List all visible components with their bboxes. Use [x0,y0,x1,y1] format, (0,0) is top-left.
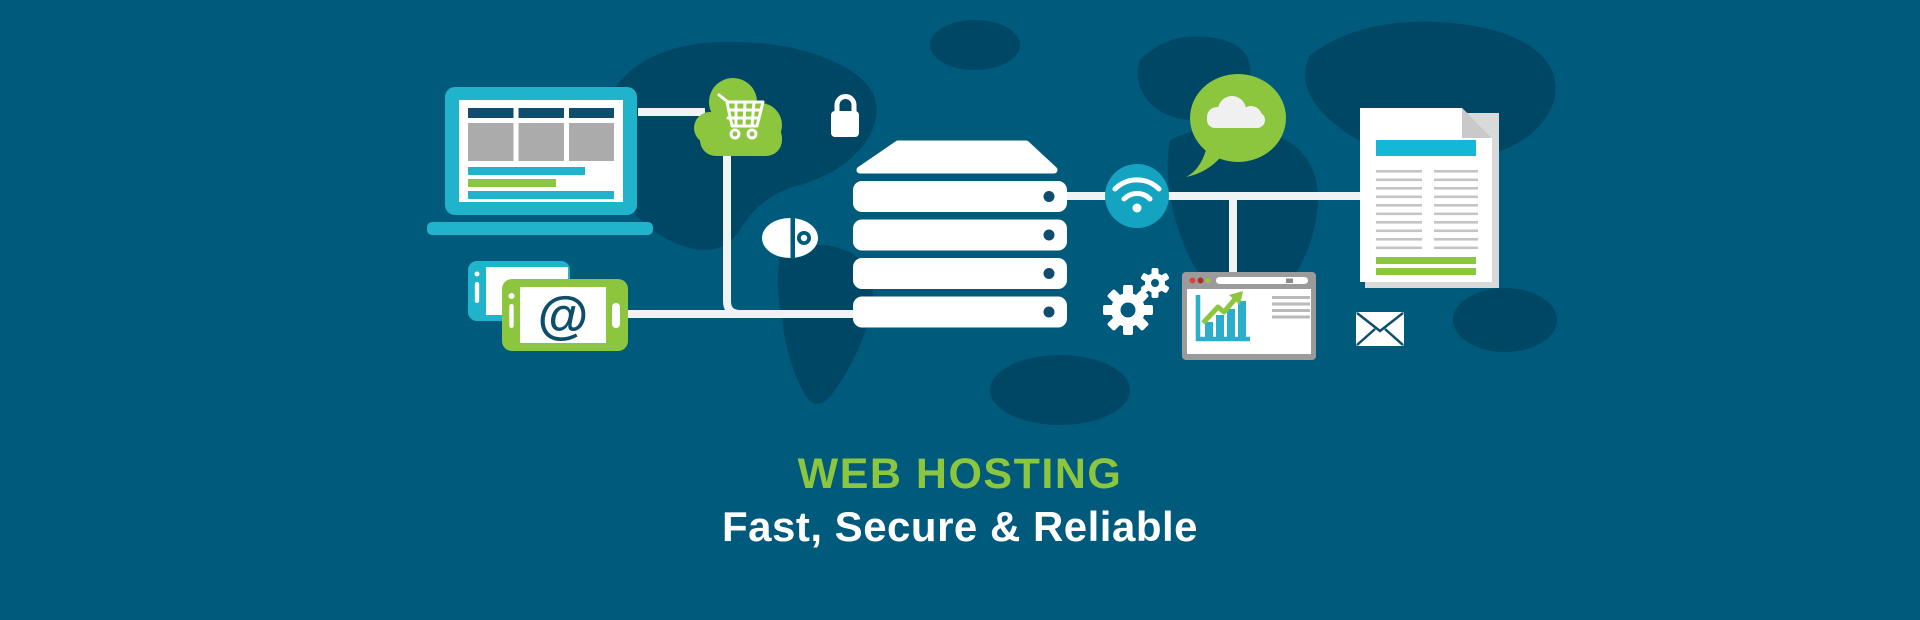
browser-chart-icon [1182,272,1316,360]
document-fold [1462,108,1492,138]
chart-bars [1205,301,1246,337]
cloud-speech-bubble-icon [1186,74,1286,177]
cloud-cart-icon [694,78,782,156]
browser-dot-red [1189,277,1196,284]
server-led [1043,268,1055,279]
document-header-bar [1376,140,1476,156]
document-green-bar [1376,268,1476,275]
padlock-shackle [834,94,857,113]
mouse-icon [762,217,818,259]
mobile-devices-email-icon: @ [468,261,628,351]
chart-arrow-head [1229,291,1243,305]
browser-address-bar [1216,277,1308,284]
speech-bubble-tail [1186,150,1220,177]
banner-subtitle: Fast, Secure & Reliable [721,503,1199,550]
gear-small [1140,268,1170,298]
cloud-glyph [1207,96,1265,128]
envelope-icon [1356,312,1404,346]
document-text-column [1376,165,1422,251]
banner-title: WEB HOSTING [797,450,1123,498]
world-map-background [602,20,1557,425]
padlock-body [831,111,859,137]
server-led [1043,191,1055,202]
browser-text-lines [1272,296,1310,319]
browser-dot-green [1205,278,1211,283]
padlock-icon [831,94,859,137]
address-bar-handle [1286,278,1293,283]
wifi-icon [1105,164,1169,228]
laptop-browser-icon [427,87,653,235]
server-led [1043,306,1055,318]
document-green-bar [1376,257,1476,264]
server-stack-icon [853,140,1067,328]
browser-dot-dark-red [1197,277,1204,284]
gears-icon [1103,268,1170,335]
chart-axis [1195,295,1250,342]
document-icon [1360,108,1499,288]
at-symbol: @ [538,287,589,345]
laptop-base [427,222,653,235]
phone-button [612,303,620,328]
server-led [1043,229,1055,241]
document-text-column [1434,165,1478,251]
gear-large [1103,285,1153,335]
chart-trend-arrow [1201,297,1237,325]
server-top [856,140,1058,174]
shopping-cart-glyph [717,93,765,140]
phone-front: @ [502,279,628,351]
